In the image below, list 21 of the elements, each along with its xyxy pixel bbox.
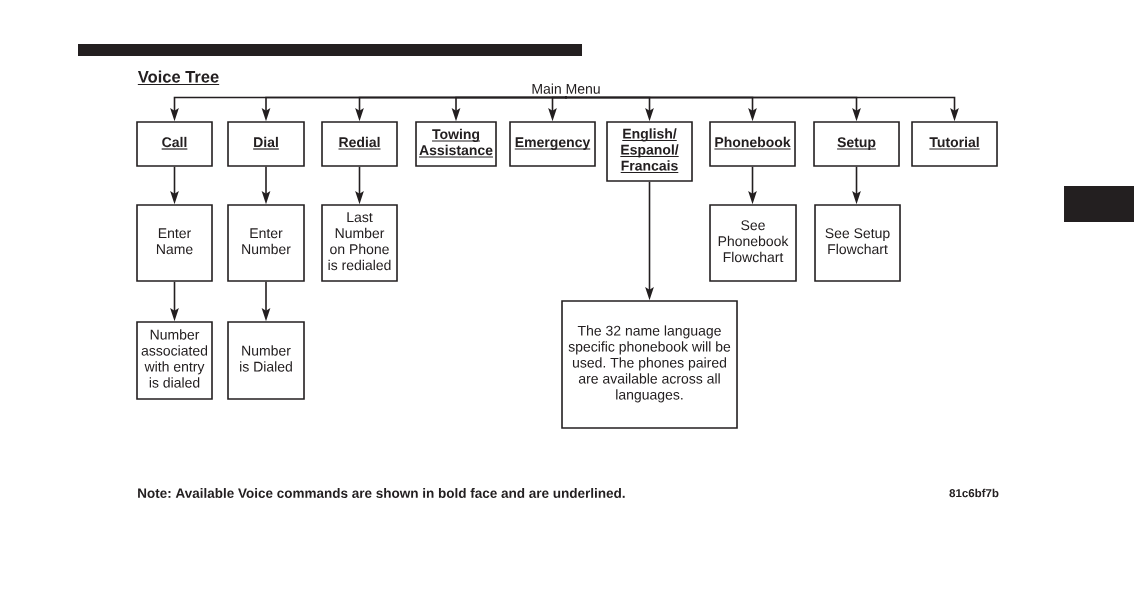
command-box: Call	[136, 121, 213, 167]
command-box: Redial	[321, 121, 398, 167]
menu-label: Main Menu	[532, 83, 600, 94]
info-box: See Phonebook Flowchart	[709, 204, 797, 282]
info-box: The 32 name language specific phonebook will be used. The phones paired are available across all languages.	[561, 300, 738, 429]
info-box: Number is Dialed	[227, 321, 305, 400]
command-box: Towing Assistance	[415, 121, 497, 167]
command-box: Setup	[813, 121, 900, 167]
info-box: Enter Name	[136, 204, 213, 282]
footnote: Note: Available Voice commands are shown in bold face and are underlined.	[138, 488, 625, 498]
info-box: See Setup Flowchart	[814, 204, 901, 282]
info-box: Number associated with entry is dialed	[136, 321, 213, 400]
command-box: Phonebook	[709, 121, 796, 167]
info-box: Last Number on Phone is redialed	[321, 204, 398, 282]
diagram-title: Voice Tree	[137, 70, 220, 86]
command-box: English/ Espanol/ Francais	[606, 121, 693, 182]
command-box: Tutorial	[911, 121, 998, 167]
command-box: Emergency	[509, 121, 596, 167]
command-box: Dial	[227, 121, 305, 167]
figure-code: 81c6bf7b	[949, 488, 999, 498]
info-box: Enter Number	[227, 204, 305, 282]
